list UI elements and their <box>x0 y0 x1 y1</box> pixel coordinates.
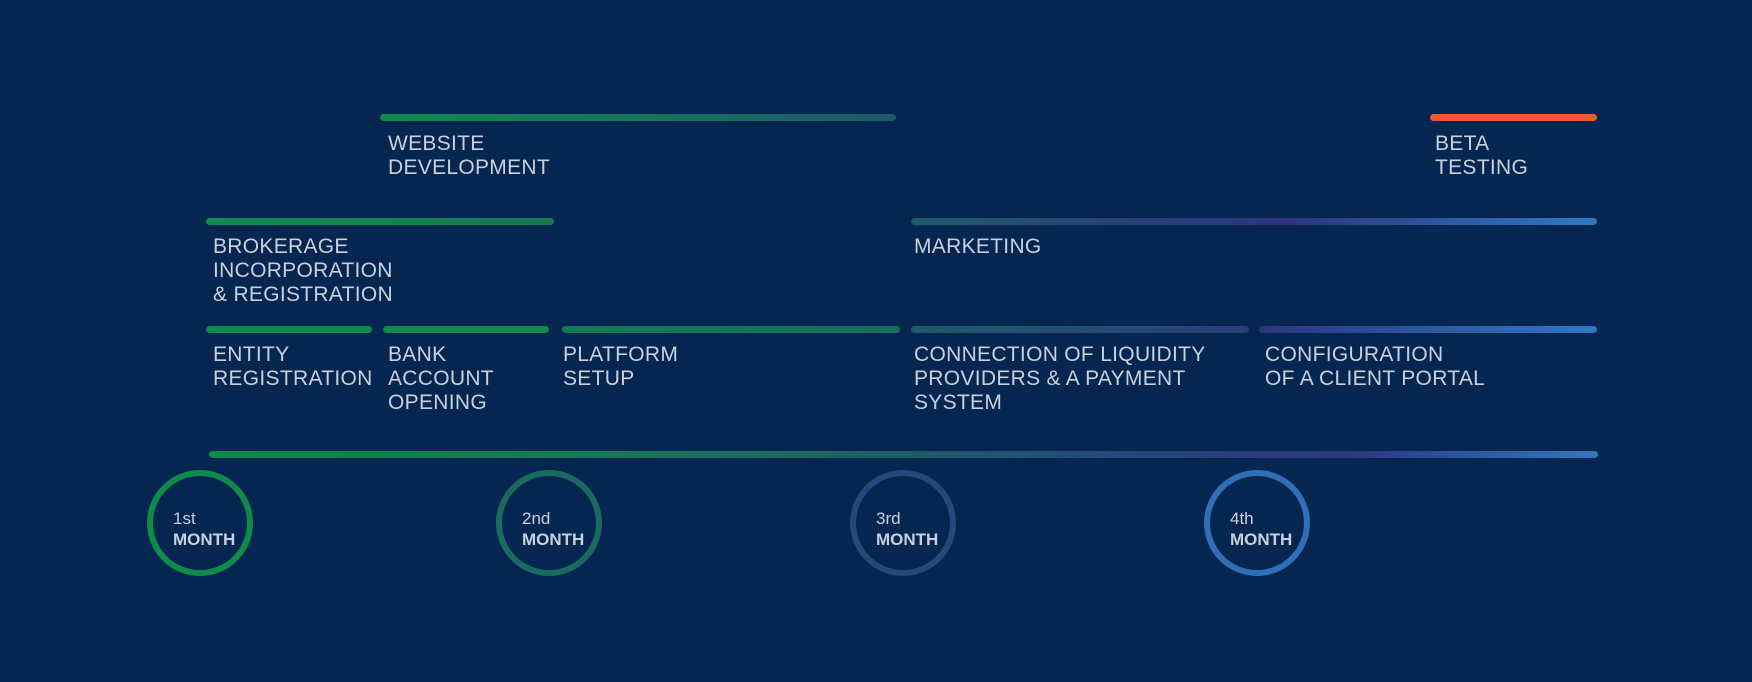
liquidity-connection-bar <box>911 326 1249 333</box>
platform-setup-bar <box>562 326 900 333</box>
month-3-marker: 3rd MONTH <box>850 470 956 576</box>
marketing-label: MARKETING <box>914 235 1042 258</box>
month-1-marker: 1st MONTH <box>147 470 253 576</box>
marketing-bar <box>911 218 1597 225</box>
month-3-label: MONTH <box>876 530 939 549</box>
beta-testing-bar <box>1430 114 1597 121</box>
month-3-ordinal: 3rd <box>876 509 901 528</box>
website-development-label: WEBSITE DEVELOPMENT <box>388 132 550 179</box>
month-4-ordinal: 4th <box>1230 509 1254 528</box>
bank-account-bar <box>383 326 549 333</box>
client-portal-bar <box>1259 326 1597 333</box>
brokerage-incorporation-label: BROKERAGE INCORPORATION & REGISTRATION <box>213 235 393 306</box>
month-2-label: MONTH <box>522 530 585 549</box>
month-1-ordinal: 1st <box>173 509 196 528</box>
platform-setup-label: PLATFORM SETUP <box>563 343 679 390</box>
month-1-label: MONTH <box>173 530 236 549</box>
month-2-marker: 2nd MONTH <box>496 470 602 576</box>
timeline-axis <box>209 451 1598 458</box>
entity-registration-bar <box>206 326 372 333</box>
month-4-marker: 4th MONTH <box>1204 470 1310 576</box>
entity-registration-label: ENTITY REGISTRATION <box>213 343 373 390</box>
brokerage-incorporation-bar <box>206 218 554 225</box>
liquidity-connection-label: CONNECTION OF LIQUIDITY PROVIDERS & A PA… <box>914 343 1206 414</box>
beta-testing-label: BETA TESTING <box>1435 132 1529 179</box>
client-portal-label: CONFIGURATION OF A CLIENT PORTAL <box>1265 343 1486 390</box>
bank-account-label: BANK ACCOUNT OPENING <box>388 343 494 414</box>
website-development-bar <box>380 114 896 121</box>
month-4-label: MONTH <box>1230 530 1293 549</box>
month-2-ordinal: 2nd <box>522 509 551 528</box>
